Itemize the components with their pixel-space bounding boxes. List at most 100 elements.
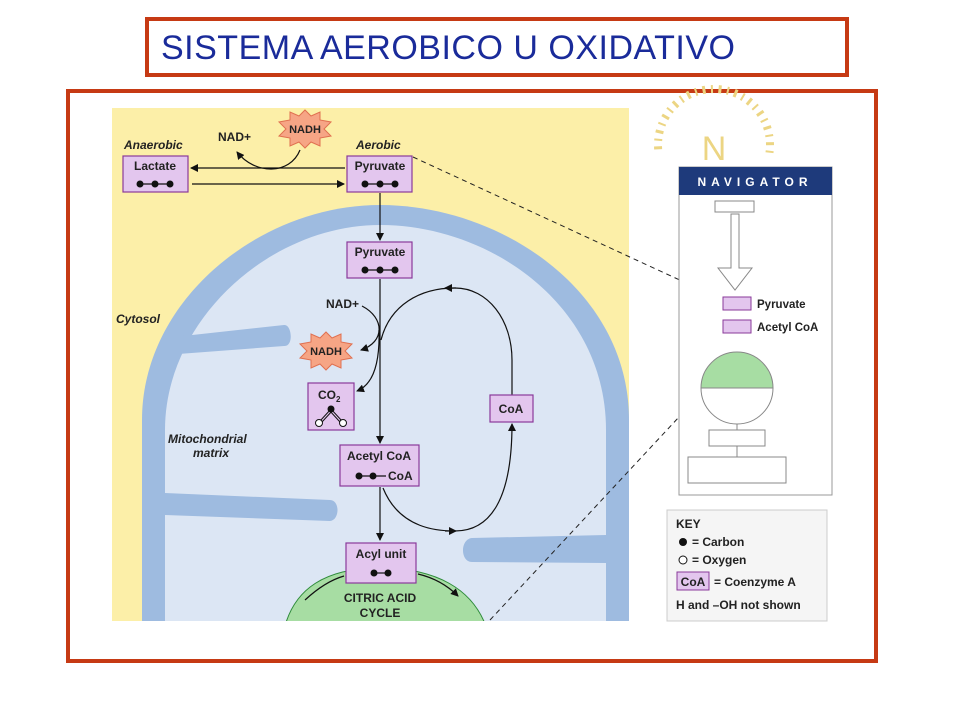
compass-ray — [725, 86, 730, 95]
oxygen-atom — [315, 419, 323, 427]
nadh-burst-mid — [298, 331, 354, 371]
co2-subscript: 2 — [336, 395, 341, 404]
compass-ray — [701, 85, 707, 95]
compass-rose-icon — [654, 85, 775, 154]
co2-text: CO — [318, 388, 336, 402]
carbon-atom — [391, 266, 399, 274]
navigator-acetylcoa-box — [722, 319, 752, 334]
nad-mid-label: NAD+ — [326, 297, 359, 311]
citric-cycle-arrow-right — [417, 573, 459, 597]
key-oxygen-icon — [678, 555, 688, 565]
compass-ray — [655, 129, 664, 135]
navigator-item-pyruvate: Pyruvate — [757, 299, 806, 311]
compass-ray — [760, 117, 769, 124]
navigator-step-box-mid — [708, 429, 766, 447]
compass-ray — [763, 125, 772, 131]
key-note: H and –OH not shown — [676, 598, 801, 612]
compass-ray — [751, 103, 759, 111]
carbon-atom — [166, 180, 174, 188]
crista-left-top — [165, 324, 291, 355]
carbon-atom — [361, 266, 369, 274]
compass-ray — [732, 89, 739, 98]
compass-ray — [685, 90, 692, 100]
crista-right — [463, 535, 606, 563]
navigator-pyruvate-box — [722, 296, 752, 311]
compass-ray — [678, 95, 685, 104]
navigator-circle-bottom — [700, 387, 774, 425]
co2-molecule-drawing — [315, 405, 347, 427]
nad-top-label: NAD+ — [218, 130, 251, 144]
coa-box — [489, 394, 534, 423]
citric-cycle-label-2: CYCLE — [360, 606, 401, 620]
page-title: SISTEMA AEROBICO U OXIDATIVO — [161, 29, 736, 67]
key-box — [666, 509, 828, 622]
key-coa-label: CoA — [681, 575, 706, 589]
aerobic-label: Aerobic — [355, 138, 401, 152]
navigator-step-box-top — [714, 200, 755, 213]
compass-ray — [654, 138, 663, 142]
dashed-connector-pyruvate — [412, 156, 724, 301]
pyruvate-cytosol-label: Pyruvate — [355, 159, 406, 173]
anaerobic-label: Anaerobic — [123, 138, 183, 152]
acyl-unit-label: Acyl unit — [356, 547, 407, 561]
carbon-atom — [391, 180, 399, 188]
carbon-atom — [376, 266, 384, 274]
compass-ray — [745, 97, 754, 106]
crista-left-bottom — [165, 493, 338, 521]
acetylcoa-box — [339, 444, 420, 487]
dashed-connector-cycle — [489, 387, 707, 621]
coa-label: CoA — [499, 402, 524, 416]
arrow-to-co2 — [356, 329, 380, 393]
navigator-step-box-bottom — [687, 456, 787, 484]
compass-ray — [765, 150, 774, 154]
compass-ray — [765, 133, 774, 138]
compass-ray — [661, 113, 670, 121]
citric-cycle-arrow-left — [304, 575, 345, 601]
carbon-atom — [376, 180, 384, 188]
key-coa-desc: = Coenzyme A — [714, 575, 796, 589]
key-carbon-icon — [679, 538, 687, 546]
acetylcoa-carbons — [355, 472, 386, 480]
compass-ray — [756, 109, 765, 117]
navigator-down-arrow — [716, 213, 754, 291]
matrix-label-line2: matrix — [193, 446, 230, 460]
carbon-atom — [361, 180, 369, 188]
carbon-atom — [370, 569, 378, 577]
acetylcoa-label: Acetyl CoA — [347, 449, 411, 463]
pyruvate-cytosol-carbons — [361, 180, 399, 188]
compass-ray — [657, 121, 667, 127]
citric-cycle-label-1: CITRIC ACID — [344, 591, 417, 605]
acetylcoa-coa-label: CoA — [388, 469, 413, 483]
carbon-atom — [151, 180, 159, 188]
compass-letter: N — [702, 130, 727, 168]
navigator-circle-top — [700, 351, 774, 389]
pyruvate-matrix-label: Pyruvate — [355, 245, 406, 259]
compass-ray — [666, 106, 674, 114]
acyl-unit-carbons — [370, 569, 392, 577]
carbon-atom — [369, 472, 377, 480]
compass-ray — [671, 100, 680, 109]
carbon-atom — [136, 180, 144, 188]
matrix-label-line1: Mitochondrial — [168, 432, 247, 446]
key-title: KEY — [676, 517, 701, 531]
oxygen-atom — [339, 419, 347, 427]
key-coa-box — [676, 571, 710, 591]
navigator-header-bar — [679, 167, 832, 195]
lactate-carbons — [136, 180, 174, 188]
carbon-atom — [384, 569, 392, 577]
pyruvate-matrix-carbons — [361, 266, 399, 274]
acyl-unit-box — [345, 542, 417, 584]
carbon-atom — [355, 472, 363, 480]
nadh-burst-top — [277, 109, 333, 149]
co2-label: CO2 — [318, 388, 341, 404]
compass-ray — [739, 92, 746, 101]
nadh-mid-label: NADH — [310, 346, 342, 358]
navigator-item-acetylcoa: Acetyl CoA — [757, 322, 818, 334]
compass-ray — [693, 87, 699, 97]
nad-nadh-curve-arrow-top — [236, 149, 301, 170]
navigator-header: NAVIGATOR — [697, 175, 812, 189]
mitochondrial-matrix — [165, 225, 606, 621]
key-oxygen: = Oxygen — [692, 553, 746, 567]
title-box: SISTEMA AEROBICO U OXIDATIVO — [145, 17, 849, 77]
